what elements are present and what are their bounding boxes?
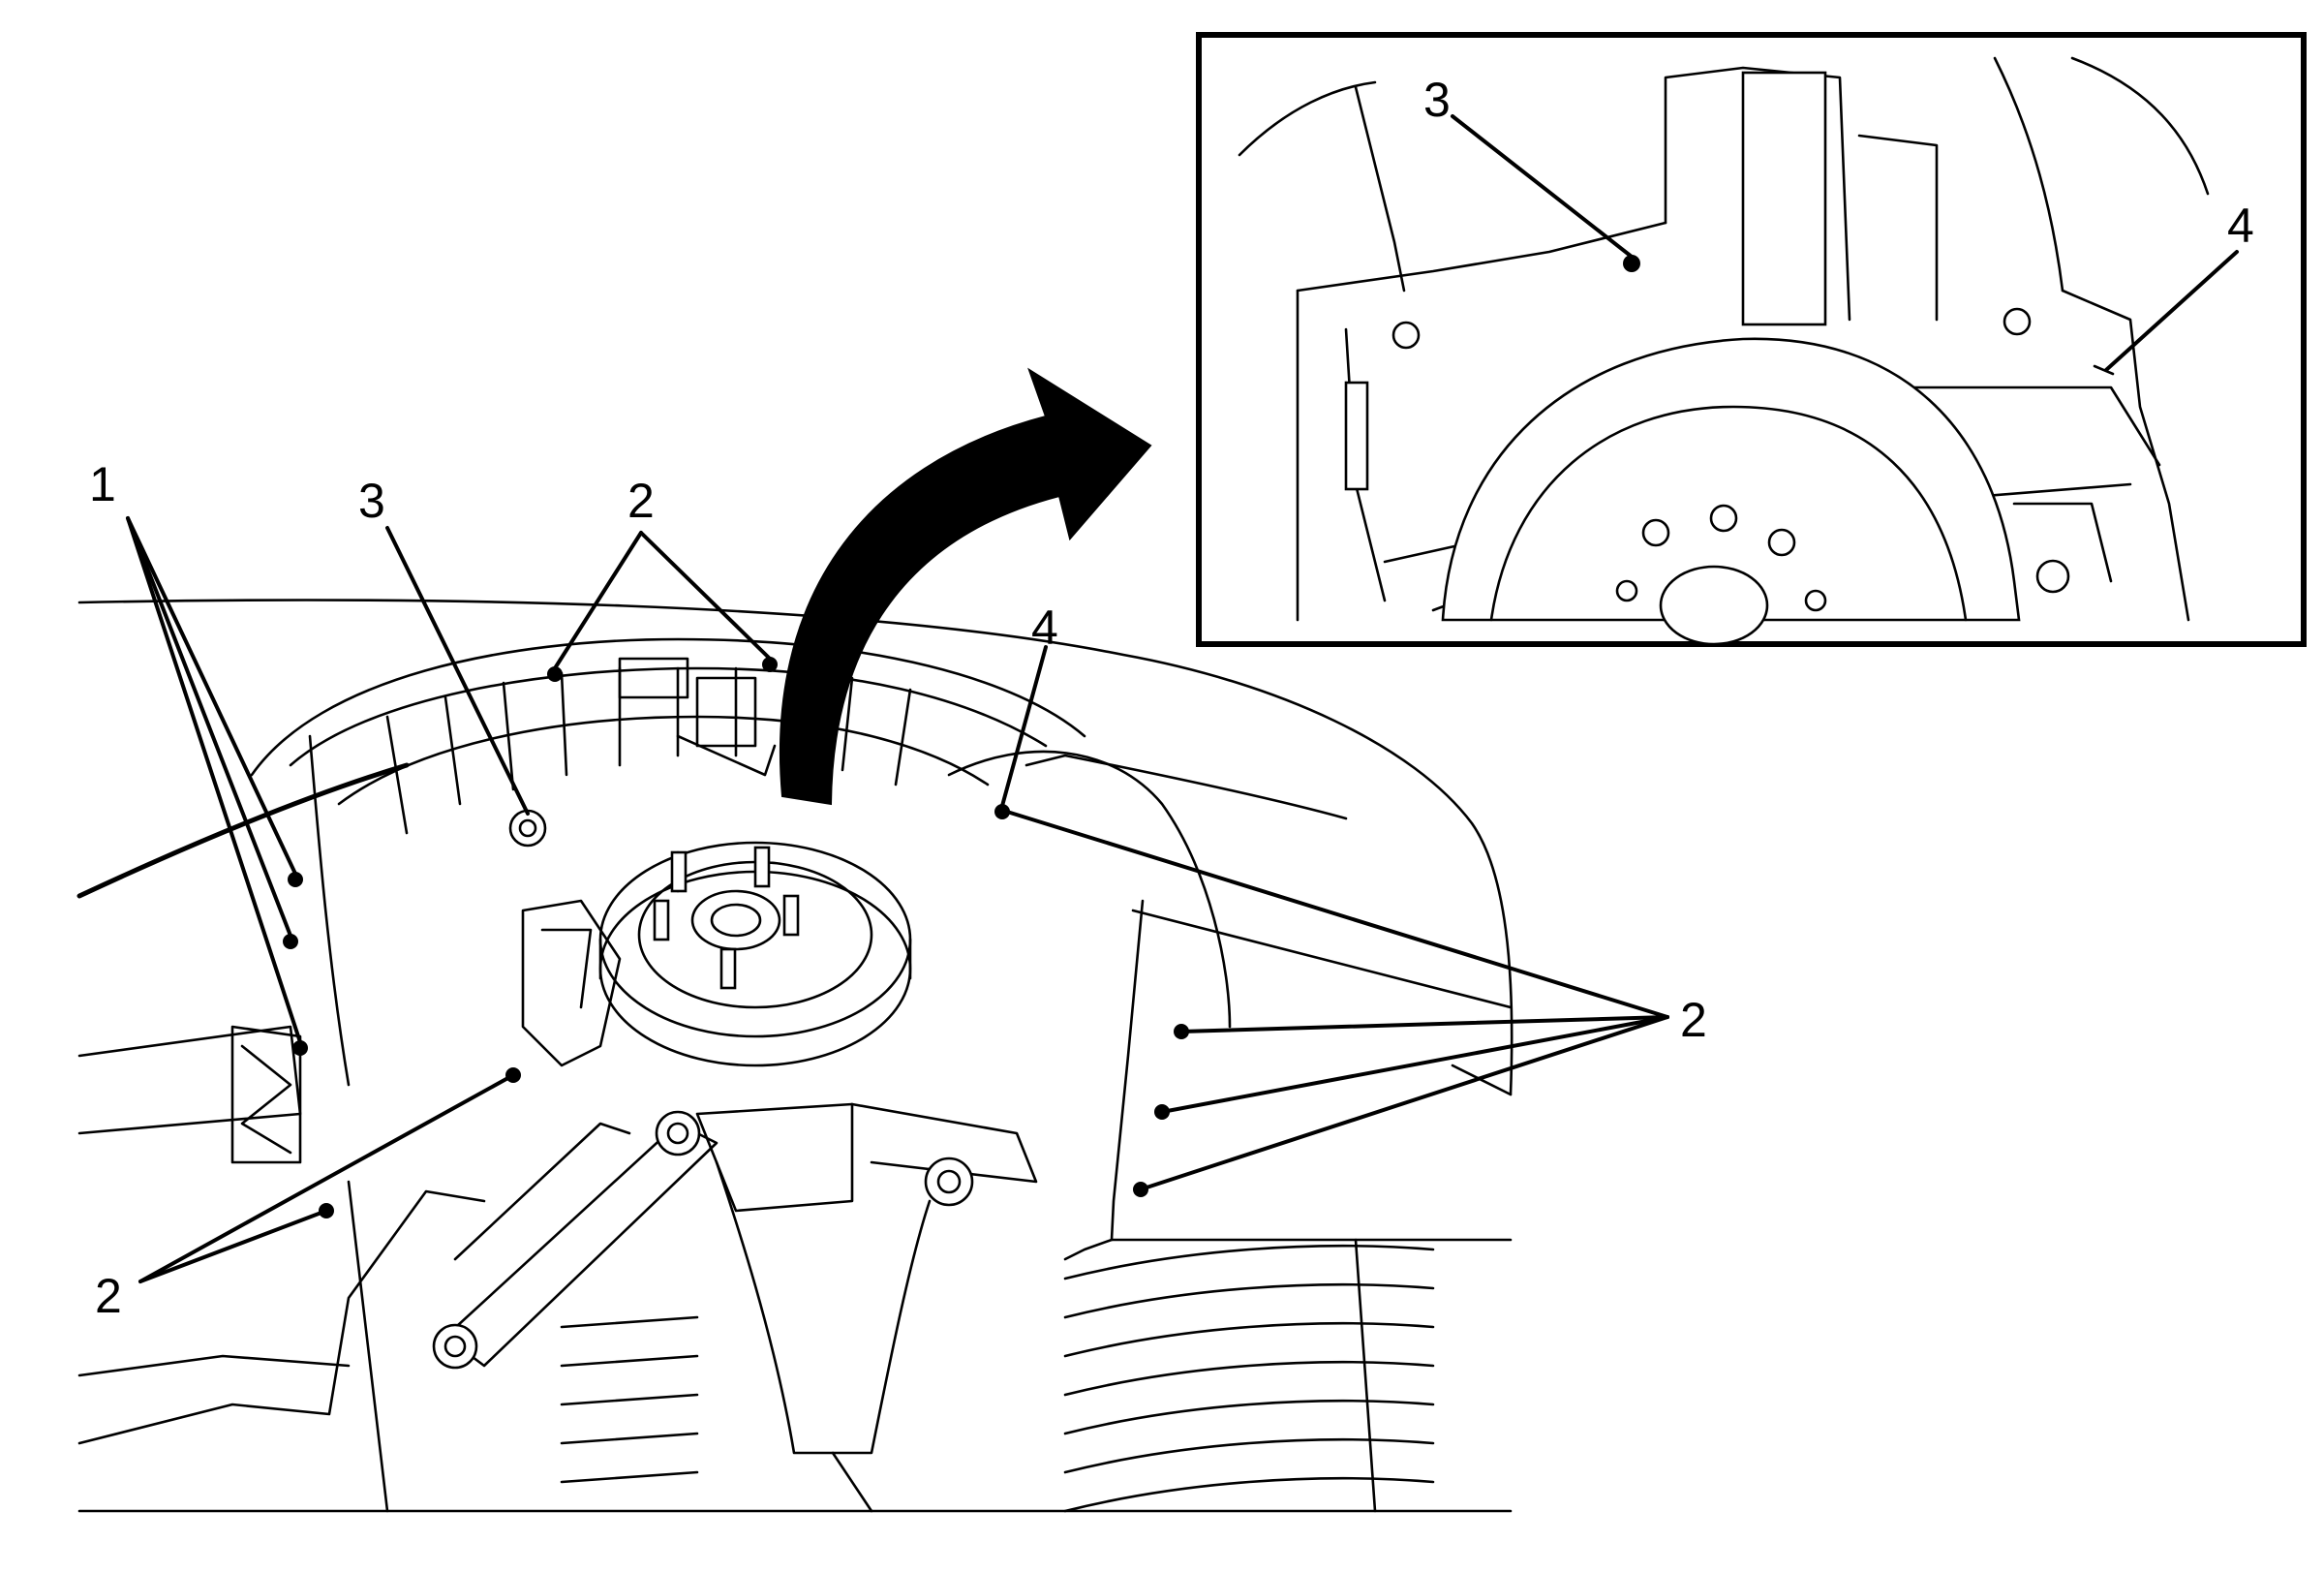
liner-outer-edge bbox=[77, 599, 1514, 1096]
curved-arrow bbox=[779, 367, 1152, 806]
lower-control-arm bbox=[443, 1122, 719, 1368]
callout-3-inset: 3 bbox=[1423, 73, 1451, 127]
callout-2-left: 2 bbox=[95, 1269, 122, 1323]
rotor-hub bbox=[598, 841, 912, 1067]
liner-fold bbox=[1131, 909, 1513, 1009]
callout-4-inset: 4 bbox=[2227, 199, 2254, 253]
right-liner-flange bbox=[1110, 899, 1513, 1242]
knuckle bbox=[521, 899, 622, 1067]
liner-band-2 bbox=[337, 715, 990, 806]
liner-lower-left bbox=[308, 734, 351, 1087]
left-lower-panel bbox=[77, 1025, 302, 1135]
underbody-grille bbox=[560, 1244, 1435, 1513]
main-view bbox=[76, 599, 1514, 1513]
fender-edge bbox=[76, 762, 410, 899]
fender-lip bbox=[1024, 754, 1348, 820]
inset-detail bbox=[1196, 32, 2307, 647]
callout-labels: 1 2 3 4 2 2 3 4 bbox=[89, 73, 2254, 1323]
liner-inner-arc bbox=[250, 637, 1086, 777]
leader-lines bbox=[126, 114, 2239, 1283]
callout-3-main: 3 bbox=[358, 474, 385, 528]
left-bracket bbox=[230, 1025, 302, 1164]
callout-2-top: 2 bbox=[627, 474, 655, 528]
callout-1: 1 bbox=[89, 457, 116, 511]
callout-4-main: 4 bbox=[1031, 601, 1058, 655]
subframe bbox=[715, 1160, 932, 1455]
right-liner-lower bbox=[1063, 1238, 1114, 1261]
liner-band-1 bbox=[289, 666, 1048, 767]
right-liner-panel bbox=[947, 750, 1232, 1029]
left-body-lower bbox=[77, 1189, 486, 1445]
callout-2-right: 2 bbox=[1680, 993, 1707, 1047]
